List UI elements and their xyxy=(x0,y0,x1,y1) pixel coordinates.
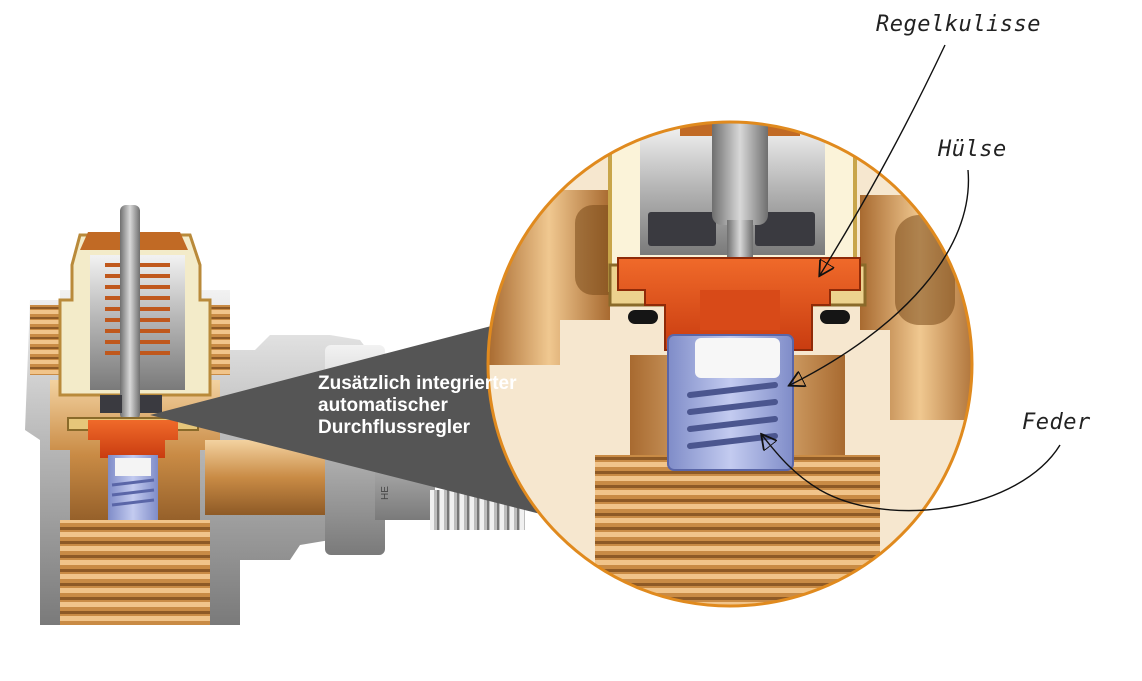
callout-line-3: Durchflussregler xyxy=(318,417,471,438)
callout-text: Zusätzlich integrierter automatischer Du… xyxy=(318,373,558,439)
leader-regelkulisse xyxy=(820,44,946,275)
zoom-regulator-slot xyxy=(700,290,780,330)
sleeve-zoom-top xyxy=(695,338,780,378)
zoom-circle-border xyxy=(486,120,974,608)
zoom-port-right xyxy=(895,215,955,325)
sleeve-small-top xyxy=(115,458,151,476)
leader-huelse xyxy=(790,169,970,385)
flow-regulator-small xyxy=(88,420,178,458)
zoom-stem-tip xyxy=(727,220,753,260)
zoom-seal-left xyxy=(648,212,716,246)
zoom-stem xyxy=(712,122,768,225)
zoom-lower-thread xyxy=(595,455,880,606)
valve-stem xyxy=(120,205,140,420)
seal-block-left xyxy=(100,395,122,413)
label-regelkulisse: Regelkulisse xyxy=(876,12,1041,37)
label-feder: Feder xyxy=(1022,410,1091,435)
seal-block-right xyxy=(140,395,162,413)
callout-wedge xyxy=(150,305,572,522)
spring-small xyxy=(111,478,155,507)
callout-line-1: Zusätzlich integrierter xyxy=(318,373,517,394)
leader-feder xyxy=(762,435,1061,512)
zoom-oring-right xyxy=(820,310,850,324)
zoom-seal-right xyxy=(755,212,815,246)
lower-thread xyxy=(60,520,210,625)
callout-line-2: automatischer xyxy=(318,395,448,416)
label-huelse: Hülse xyxy=(938,137,1007,162)
zoom-oring-left xyxy=(628,310,658,324)
valve-cross-section: HE xyxy=(25,205,525,625)
zoom-circle xyxy=(488,122,972,606)
nut-marking: HE xyxy=(380,486,391,500)
